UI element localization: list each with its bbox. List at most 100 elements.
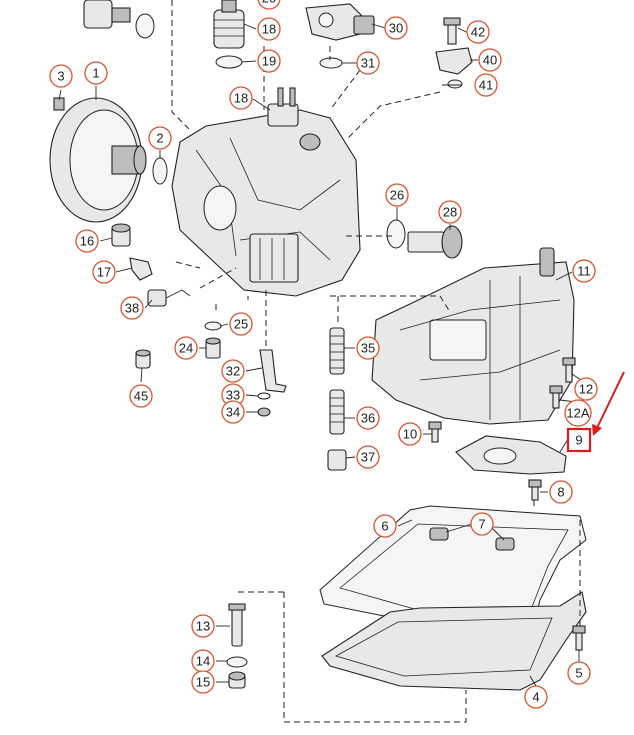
callout-18-housing-label: 18 (234, 91, 248, 106)
part-38-pipe (147, 289, 191, 307)
part-30-sensor (305, 3, 375, 41)
part-13-bolt (228, 603, 246, 647)
callout-8: 8 (549, 480, 573, 504)
callout-30: 30 (384, 16, 408, 40)
part-19-o-ring (215, 55, 243, 69)
callout-17-label: 17 (97, 265, 111, 280)
part-17-clip (129, 257, 153, 281)
part-18-filter (267, 87, 299, 127)
callout-8-label: 8 (557, 485, 564, 500)
callout-28: 28 (438, 200, 462, 224)
callout-3-label: 3 (57, 69, 64, 84)
callout-10-label: 10 (403, 427, 417, 442)
callout-25-label: 25 (234, 317, 248, 332)
callout-9-label: 9 (575, 433, 582, 448)
red-pointer-arrow (592, 371, 625, 436)
part-8-bolt (528, 479, 542, 501)
callout-36: 36 (356, 406, 380, 430)
callout-41: 41 (474, 73, 498, 97)
callout-20-label: 20 (262, 0, 276, 6)
part-15-drain-plug (228, 671, 246, 689)
callout-41-label: 41 (479, 78, 493, 93)
highlight-box (566, 427, 592, 453)
part-7-magnet-right (495, 537, 515, 551)
callout-31: 31 (356, 51, 380, 75)
callout-42-label: 42 (471, 25, 485, 40)
callout-4-label: 4 (532, 690, 539, 705)
callout-13: 13 (191, 614, 215, 638)
part-24-plug (205, 337, 221, 359)
callout-5: 5 (567, 661, 591, 685)
callout-4: 4 (524, 685, 548, 709)
callout-28-label: 28 (443, 205, 457, 220)
callout-24-label: 24 (179, 341, 193, 356)
callout-25: 25 (229, 312, 253, 336)
part-37-piston (327, 449, 347, 471)
callout-33: 33 (221, 383, 245, 407)
callout-24: 24 (174, 336, 198, 360)
callout-10: 10 (398, 422, 422, 446)
callout-31-label: 31 (361, 56, 375, 71)
part-12-bolt (562, 357, 576, 383)
callout-32-label: 32 (226, 364, 240, 379)
part-41-seal (447, 79, 463, 89)
part-33-washer (257, 392, 271, 400)
part-34-nut (257, 407, 271, 417)
callout-42: 42 (466, 20, 490, 44)
part-42-bolt (443, 17, 461, 45)
callout-45-label: 45 (134, 389, 148, 404)
part-2-seal (152, 157, 168, 185)
callout-16: 16 (75, 229, 99, 253)
callout-26: 26 (385, 183, 409, 207)
callout-11-label: 11 (577, 264, 591, 279)
part-5-bolt (572, 625, 586, 651)
callout-2-label: 2 (156, 131, 163, 146)
callout-18-top: 18 (257, 17, 281, 41)
callout-40: 40 (478, 48, 502, 72)
callout-20: 20 (257, 0, 281, 10)
callout-12: 12 (574, 377, 598, 401)
assembly-dashed-lines (171, 0, 581, 723)
part-31-o-ring (319, 57, 343, 69)
part-7-magnet-left (429, 527, 449, 541)
callout-18-top-label: 18 (262, 22, 276, 37)
callout-7: 7 (470, 512, 494, 536)
callout-30-label: 30 (389, 21, 403, 36)
callout-1: 1 (84, 61, 108, 85)
callout-11: 11 (572, 259, 596, 283)
callout-38: 38 (120, 296, 144, 320)
callout-36-label: 36 (361, 411, 375, 426)
callout-15: 15 (191, 670, 215, 694)
callout-17: 17 (92, 260, 116, 284)
callout-45: 45 (129, 384, 153, 408)
transmission-housing (171, 109, 361, 297)
callout-16-label: 16 (80, 234, 94, 249)
part-45-drain-plug (135, 349, 151, 369)
callout-32: 32 (221, 359, 245, 383)
part-18-top-housing (213, 0, 245, 49)
callout-2: 2 (148, 126, 172, 150)
part-26-seal (386, 219, 406, 249)
callout-33-label: 33 (226, 388, 240, 403)
callout-37-label: 37 (361, 450, 375, 465)
callout-37: 37 (356, 445, 380, 469)
part-9-oil-filter[interactable] (455, 435, 567, 475)
part-35-spring (329, 327, 345, 375)
part-10-bolt (428, 421, 442, 443)
callout-5-label: 5 (575, 666, 582, 681)
callout-14-label: 14 (196, 654, 210, 669)
callout-7-label: 7 (478, 517, 485, 532)
callout-35-label: 35 (361, 341, 375, 356)
callout-6: 6 (373, 514, 397, 538)
part-1-torque-converter (49, 97, 147, 223)
part-25-o-ring (204, 321, 222, 331)
part-20-output-shaft (83, 0, 155, 39)
callout-19: 19 (257, 49, 281, 73)
callout-18-housing: 18 (229, 86, 253, 110)
callout-9-highlighted[interactable]: 9 (566, 427, 592, 453)
part-12a-bolt (549, 385, 563, 409)
callout-15-label: 15 (196, 675, 210, 690)
part-16-plug (111, 223, 131, 247)
part-11-valve-body (371, 247, 575, 425)
